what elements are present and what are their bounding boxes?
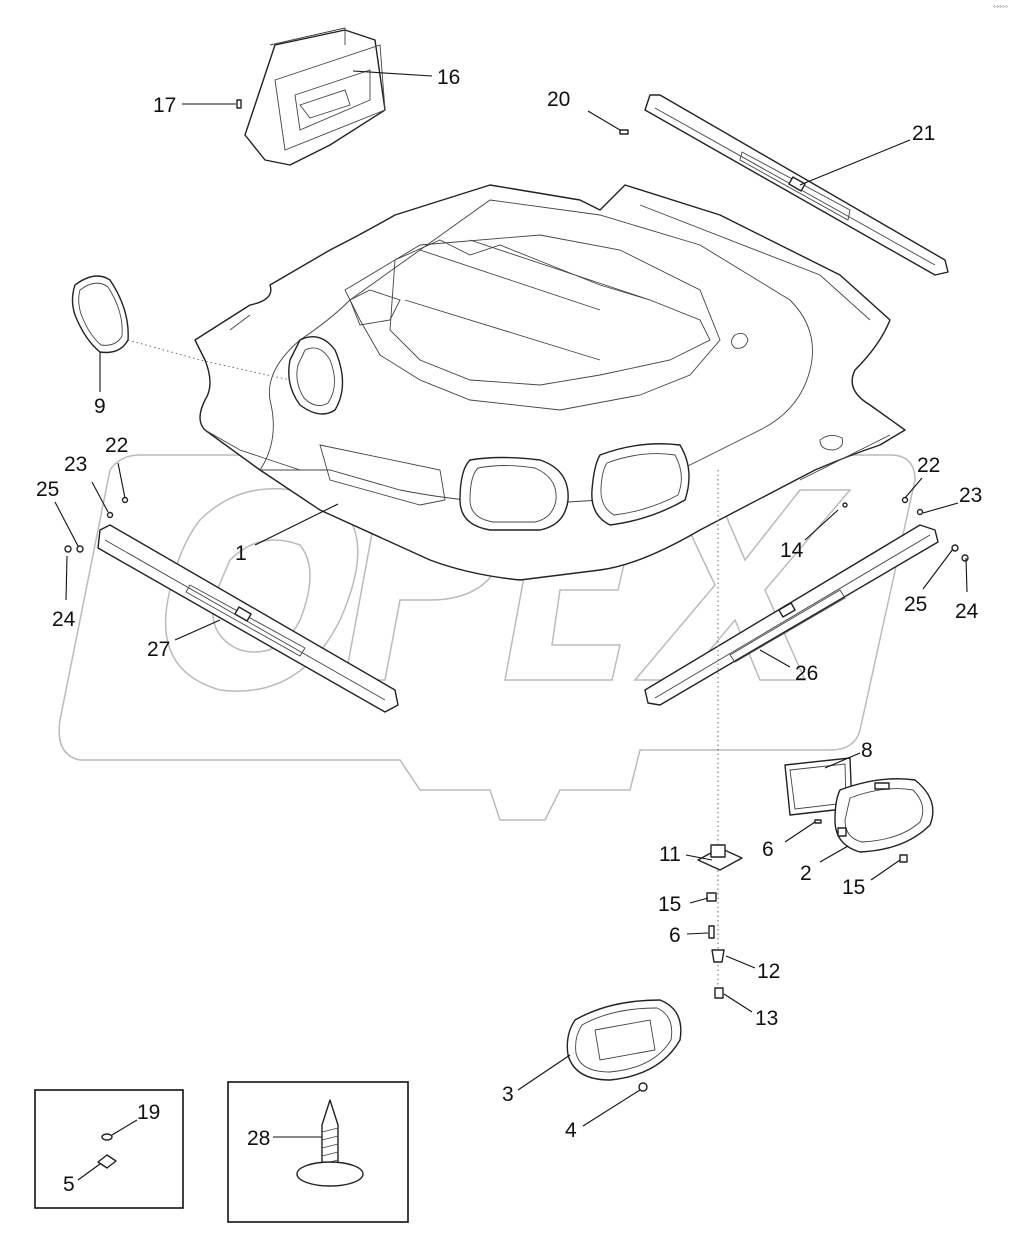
callout-12: 12 — [757, 960, 780, 983]
callout-14: 14 — [780, 539, 804, 562]
sun-visor-rail-27 — [64, 496, 399, 713]
callout-6-upper: 6 — [762, 838, 774, 861]
callout-9: 9 — [94, 395, 106, 418]
callout-17: 17 — [153, 94, 176, 117]
fastener-stack — [697, 470, 743, 1000]
leader-lines — [54, 70, 968, 1181]
callout-24-right: 24 — [955, 600, 979, 623]
inset-box-19-5 — [34, 1089, 184, 1209]
headliner-panel — [194, 184, 906, 581]
callout-4: 4 — [565, 1119, 577, 1142]
callout-19: 19 — [137, 1101, 160, 1124]
callout-24-left: 24 — [52, 608, 76, 631]
speaker-cover — [71, 275, 291, 381]
callout-20: 20 — [547, 88, 570, 111]
callout-15-left: 15 — [658, 893, 681, 916]
callout-26: 26 — [795, 662, 818, 685]
callout-13: 13 — [755, 1007, 778, 1030]
callout-27: 27 — [147, 638, 170, 661]
callout-6-lower: 6 — [669, 924, 681, 947]
callout-8: 8 — [861, 739, 873, 762]
callout-labels: 1 2 3 4 5 6 6 8 9 11 12 13 14 15 15 16 1… — [36, 5, 1008, 1196]
callout-25-left: 25 — [36, 478, 59, 501]
callout-16: 16 — [437, 66, 460, 89]
callout-2: 2 — [800, 862, 812, 885]
callout-22-right: 22 — [917, 454, 940, 477]
callout-11: 11 — [659, 843, 681, 866]
callout-25-right: 25 — [904, 593, 927, 616]
callout-22-left: 22 — [105, 434, 128, 457]
callout-3: 3 — [502, 1083, 514, 1106]
sun-visor-rail-21 — [619, 94, 949, 276]
callout-1: 1 — [235, 542, 247, 565]
lamp-assembly — [566, 999, 682, 1092]
callout-23-right: 23 — [959, 484, 982, 507]
dome-light-assembly — [784, 757, 934, 863]
bracket-assembly — [236, 27, 386, 166]
callout-23-left: 23 — [64, 453, 87, 476]
callout-21: 21 — [912, 122, 935, 145]
callout-28: 28 — [247, 1127, 270, 1150]
callout-5: 5 — [63, 1173, 75, 1196]
corner-mark: °°°°° — [993, 5, 1008, 12]
callout-15-right: 15 — [842, 876, 865, 899]
inset-box-28 — [227, 1081, 409, 1223]
